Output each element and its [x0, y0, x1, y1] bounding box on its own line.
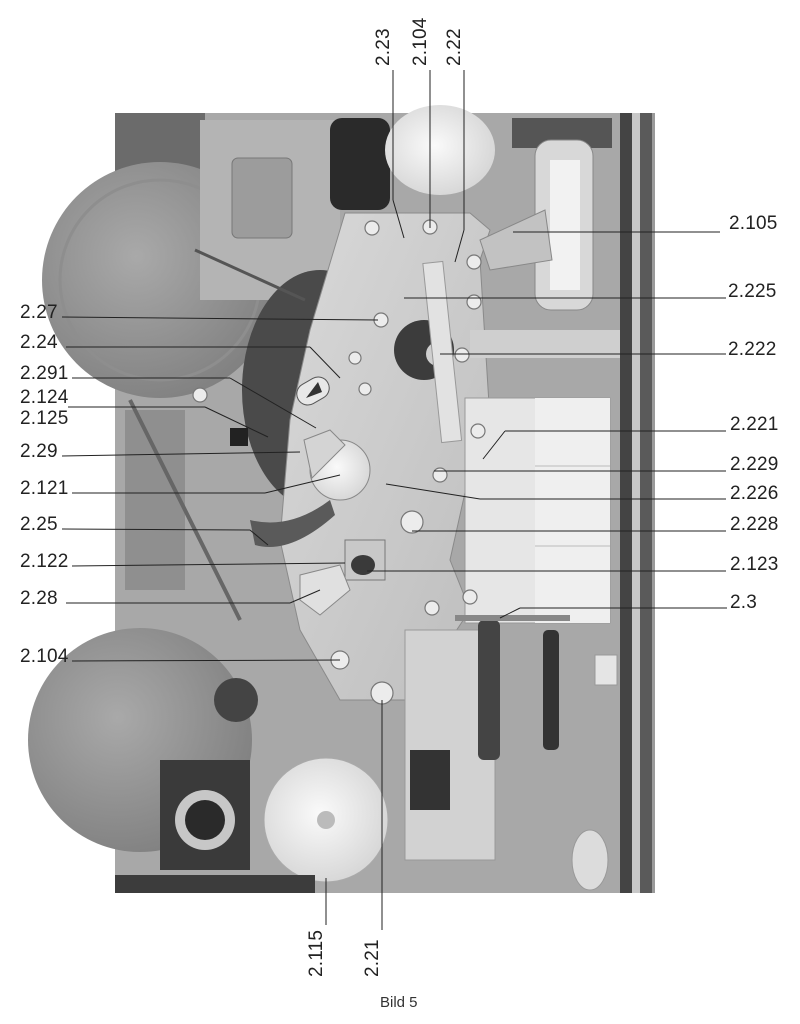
- callout-label-2-104-left: 2.104: [20, 646, 69, 667]
- callout-label-2-123: 2.123: [730, 554, 779, 575]
- callout-label-2-125: 2.125: [20, 408, 69, 429]
- callout-label-2-226: 2.226: [730, 483, 779, 504]
- callout-label-2-225: 2.225: [728, 281, 777, 302]
- callout-label-2-24: 2.24: [20, 332, 58, 353]
- callout-label-2-228: 2.228: [730, 514, 779, 535]
- figure-caption: Bild 5: [380, 994, 418, 1011]
- callout-label-2-229: 2.229: [730, 454, 779, 475]
- callout-label-2-121: 2.121: [20, 478, 69, 499]
- callout-label-2-105: 2.105: [729, 213, 778, 234]
- callout-label-2-115: 2.115: [306, 929, 327, 977]
- callout-label-2-222: 2.222: [728, 339, 777, 360]
- callout-label-2-25: 2.25: [20, 514, 58, 535]
- callout-label-2-221: 2.221: [730, 414, 779, 435]
- callout-label-2-28: 2.28: [20, 588, 58, 609]
- callout-label-2-122: 2.122: [20, 551, 69, 572]
- callout-label-2-291: 2.291: [20, 363, 69, 384]
- callout-label-2-3: 2.3: [730, 592, 758, 613]
- callout-label-2-104-top: 2.104: [410, 17, 431, 66]
- callout-label-2-22: 2.22: [444, 28, 465, 66]
- callout-label-2-124: 2.124: [20, 387, 69, 408]
- callout-label-2-27: 2.27: [20, 302, 58, 323]
- callout-label-2-23: 2.23: [373, 28, 394, 66]
- callout-label-2-29: 2.29: [20, 441, 58, 462]
- callout-label-2-21: 2.21: [362, 939, 383, 977]
